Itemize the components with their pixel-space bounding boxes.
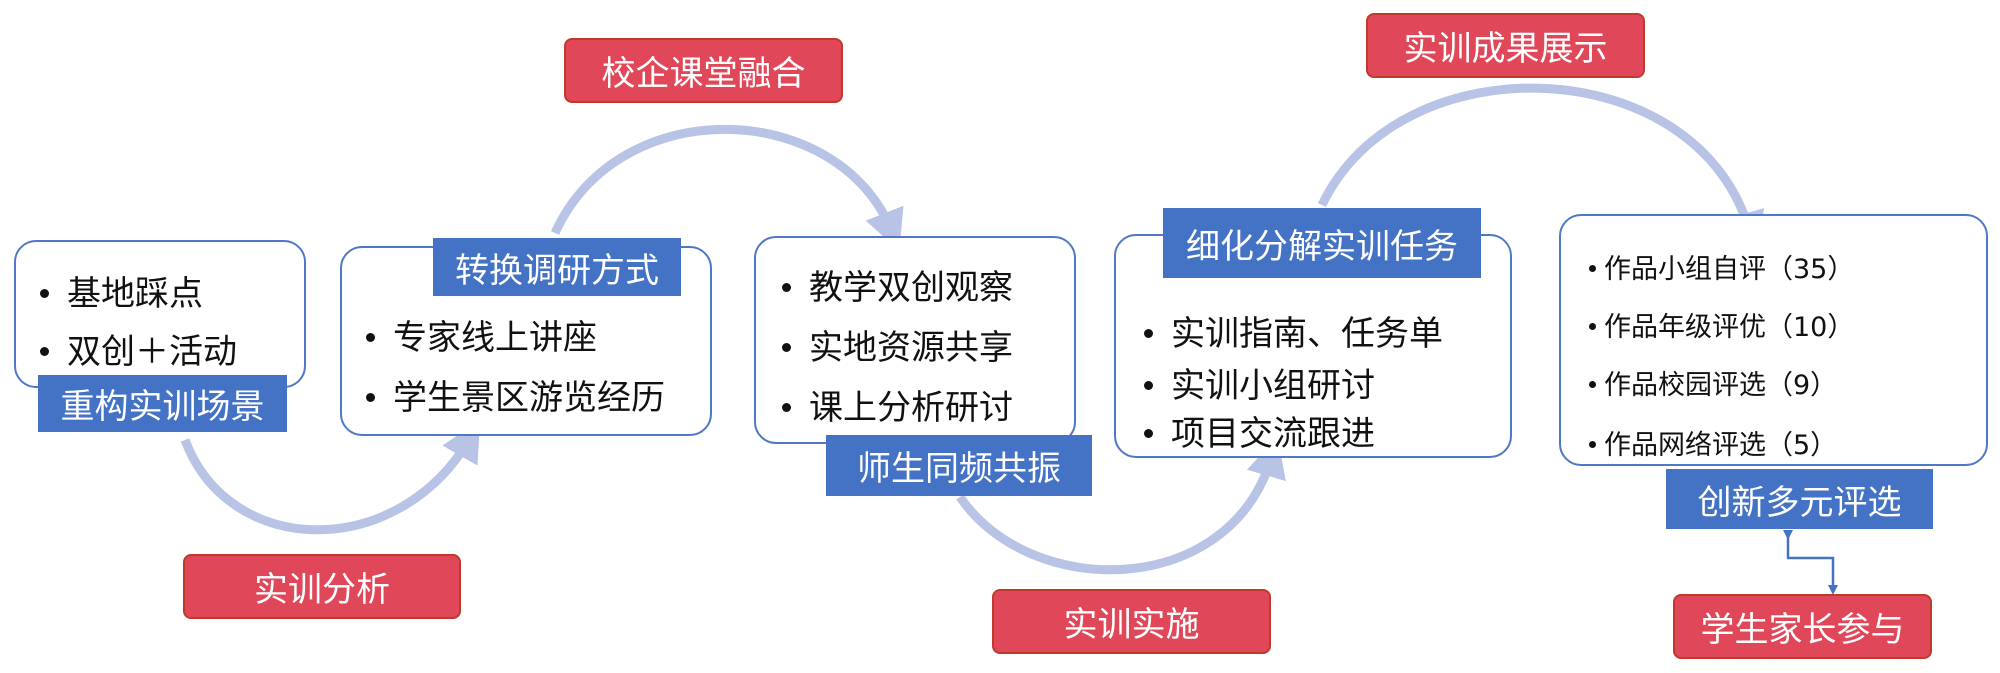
stage-tag-5: 创新多元评选 (1666, 469, 1933, 529)
bullet-icon (366, 393, 375, 402)
bullet-icon (1144, 429, 1153, 438)
stage-tag-1: 重构实训场景 (38, 375, 287, 432)
stage-box-5: 作品小组自评（35） 作品年级评优（10） 作品校园评选（9） 作品网络评选（5… (1559, 214, 1988, 466)
participant-connector (1783, 530, 1838, 595)
bullet-icon (1144, 329, 1153, 338)
bullet-icon (1589, 381, 1596, 388)
phase-pill-classroom: 校企课堂融合 (564, 38, 843, 103)
stage-5-item-3: 作品校园评选（9） (1561, 366, 1986, 406)
stage-3-item-1: 教学双创观察 (756, 268, 1074, 308)
phase-pill-analysis: 实训分析 (183, 554, 461, 619)
bullet-icon (782, 283, 791, 292)
stage-1-item-1: 基地踩点 (16, 274, 304, 314)
stage-3-item-3: 课上分析研讨 (756, 388, 1074, 428)
stage-box-3: 教学双创观察 实地资源共享 课上分析研讨 (754, 236, 1076, 444)
bullet-icon (1589, 441, 1596, 448)
stage-box-1: 基地踩点 双创＋活动 (14, 240, 306, 388)
stage-tag-4: 细化分解实训任务 (1163, 208, 1481, 278)
phase-pill-results: 实训成果展示 (1366, 13, 1645, 78)
bullet-icon (366, 333, 375, 342)
bullet-icon (782, 343, 791, 352)
stage-4-item-1: 实训指南、任务单 (1116, 314, 1510, 354)
arc-analysis (180, 420, 481, 535)
stage-tag-2: 转换调研方式 (433, 238, 681, 296)
bullet-icon (782, 403, 791, 412)
arc-results (1317, 83, 1765, 253)
bullet-icon (40, 289, 49, 298)
stage-3-item-2: 实地资源共享 (756, 328, 1074, 368)
phase-pill-implementation: 实训实施 (992, 589, 1271, 654)
stage-1-item-2: 双创＋活动 (16, 332, 304, 372)
participant-pill: 学生家长参与 (1673, 594, 1932, 659)
stage-2-item-2: 学生景区游览经历 (342, 378, 710, 418)
stage-tag-3: 师生同频共振 (826, 435, 1092, 496)
bullet-icon (1144, 381, 1153, 390)
arc-classroom (550, 124, 904, 251)
stage-5-item-1: 作品小组自评（35） (1561, 250, 1986, 290)
stage-5-item-4: 作品网络评选（5） (1561, 426, 1986, 466)
bullet-icon (1589, 265, 1596, 272)
stage-4-item-2: 实训小组研讨 (1116, 366, 1510, 406)
bullet-icon (1589, 323, 1596, 330)
arc-implementation (956, 436, 1286, 575)
stage-4-item-3: 项目交流跟进 (1116, 414, 1510, 454)
bullet-icon (40, 347, 49, 356)
stage-2-item-1: 专家线上讲座 (342, 318, 710, 358)
stage-5-item-2: 作品年级评优（10） (1561, 308, 1986, 348)
